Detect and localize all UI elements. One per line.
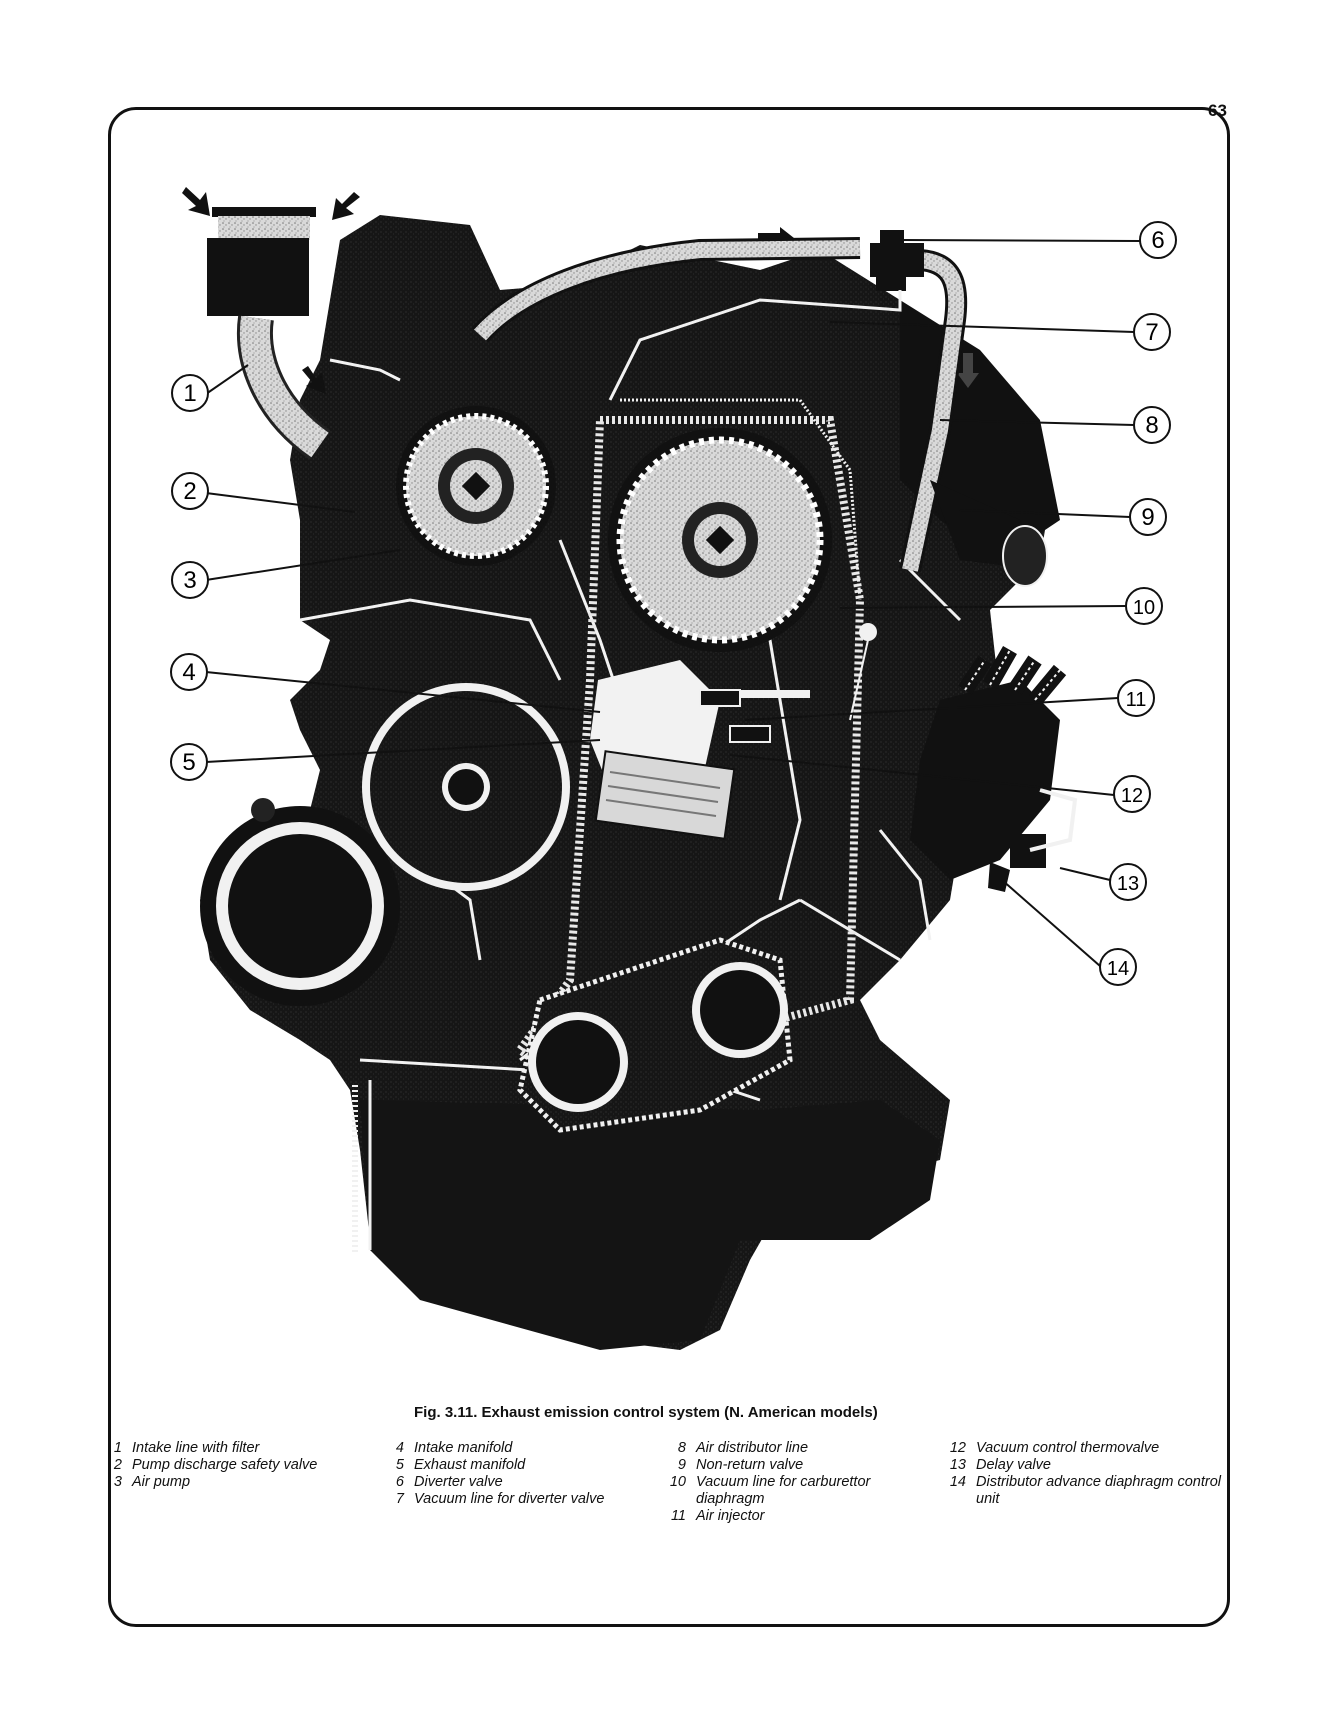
legend-item: 2 Pump discharge safety valve (96, 1457, 336, 1474)
legend-text: Distributor advance diaphragm control un… (976, 1474, 1222, 1507)
callout-12-label: 12 (1121, 785, 1143, 807)
legend-number: 6 (395, 1474, 404, 1490)
legend-number: 11 (670, 1508, 686, 1524)
callout-2: 2 (171, 472, 209, 510)
legend-item: 8 Air distributor line (660, 1440, 925, 1457)
legend-text: Vacuum line for diverter valve (414, 1491, 605, 1507)
legend-text: Diverter valve (414, 1474, 503, 1490)
callout-5: 5 (170, 743, 208, 781)
air-distributor-line (471, 237, 968, 573)
callout-7: 7 (1133, 313, 1171, 351)
callout-8: 8 (1133, 406, 1171, 444)
legend-text: Pump discharge safety valve (132, 1457, 318, 1473)
vacuum-line-diverter (608, 290, 902, 401)
legend-item: 1 Intake line with filter (96, 1440, 336, 1457)
carburettor-area (590, 660, 736, 840)
callout-14: 14 (1099, 948, 1137, 986)
diverter-valve (870, 230, 924, 291)
legend-text: Air distributor line (696, 1440, 809, 1456)
legend-item: 5 Exhaust manifold (378, 1457, 628, 1474)
legend-text: Intake manifold (414, 1440, 513, 1456)
air-filter (207, 207, 316, 316)
legend-item: 12 Vacuum control thermovalve (940, 1440, 1240, 1457)
legend-item: 9 Non-return valve (660, 1457, 925, 1474)
callout-9-label: 9 (1141, 504, 1154, 531)
legend-column-2: 4 Intake manifold 5 Exhaust manifold 6 Dive… (378, 1440, 628, 1508)
legend-number: 10 (669, 1474, 686, 1490)
alternator-pulley (200, 798, 400, 1006)
callout-10: 10 (1125, 587, 1163, 625)
legend-item: 10 Vacuum line for carburettor diaphragm (660, 1474, 925, 1508)
callout-5-label: 5 (182, 749, 195, 776)
callout-3: 3 (171, 561, 209, 599)
legend-item: 7 Vacuum line for diverter valve (378, 1491, 628, 1508)
figure-caption: Fig. 3.11. Exhaust emission control syst… (414, 1404, 878, 1421)
air-injectors (699, 623, 877, 743)
callout-10-label: 10 (1133, 597, 1155, 619)
legend-number: 14 (949, 1474, 966, 1490)
legend-number: 1 (113, 1440, 122, 1456)
legend-text: Air pump (132, 1474, 191, 1490)
legend-number: 3 (113, 1474, 122, 1490)
callout-4: 4 (170, 653, 208, 691)
air-pump-pulley (396, 406, 556, 566)
non-return-valve (930, 480, 1048, 587)
lower-sprockets (352, 937, 793, 1255)
callout-11-label: 11 (1126, 689, 1147, 711)
page-frame (108, 107, 1230, 1627)
legend-number: 13 (949, 1457, 966, 1473)
legend-column-4: 12 Vacuum control thermovalve 13 Delay val… (940, 1440, 1240, 1508)
callout-1-label: 1 (183, 380, 196, 407)
vacuum-line-carburettor (620, 398, 862, 601)
legend-text: Non-return valve (696, 1457, 804, 1473)
legend-item: 3 Air pump (96, 1474, 336, 1491)
timing-belt (514, 416, 865, 1085)
legend-text: Intake line with filter (132, 1440, 260, 1456)
callout-1: 1 (171, 374, 209, 412)
callout-7-label: 7 (1145, 319, 1158, 346)
camshaft-sprocket (608, 428, 832, 652)
legend-text: Vacuum line for carburettor diaphragm (696, 1474, 871, 1507)
legend-number: 7 (395, 1491, 404, 1507)
callout-13: 13 (1109, 863, 1147, 901)
legend-text: Vacuum control thermovalve (976, 1440, 1160, 1456)
callout-6-label: 6 (1151, 227, 1164, 254)
callout-9: 9 (1129, 498, 1167, 536)
legend-text: Air injector (696, 1508, 765, 1524)
callout-6: 6 (1139, 221, 1177, 259)
legend-item: 11 Air injector (660, 1508, 925, 1525)
distributor (910, 646, 1078, 892)
legend-column-1: 1 Intake line with filter 2 Pump discharge… (96, 1440, 336, 1491)
legend-number: 12 (949, 1440, 966, 1456)
callout-4-label: 4 (182, 659, 195, 686)
legend-number: 8 (677, 1440, 686, 1456)
legend-text: Delay valve (976, 1457, 1051, 1473)
crankshaft-pulley (362, 683, 570, 891)
callout-14-label: 14 (1107, 958, 1129, 980)
legend-item: 13 Delay valve (940, 1457, 1240, 1474)
legend-text: Exhaust manifold (414, 1457, 526, 1473)
callout-8-label: 8 (1145, 412, 1158, 439)
legend-number: 9 (677, 1457, 686, 1473)
legend-item: 4 Intake manifold (378, 1440, 628, 1457)
legend-number: 5 (395, 1457, 404, 1473)
legend-number: 4 (395, 1440, 404, 1456)
callout-11: 11 (1117, 679, 1155, 717)
callout-2-label: 2 (183, 478, 196, 505)
legend-number: 2 (113, 1457, 122, 1473)
callout-3-label: 3 (183, 567, 196, 594)
legend-item: 6 Diverter valve (378, 1474, 628, 1491)
leader-lines (205, 239, 1141, 967)
callout-12: 12 (1113, 775, 1151, 813)
legend-item: 14 Distributor advance diaphragm control … (940, 1474, 1240, 1508)
callout-13-label: 13 (1117, 873, 1139, 895)
